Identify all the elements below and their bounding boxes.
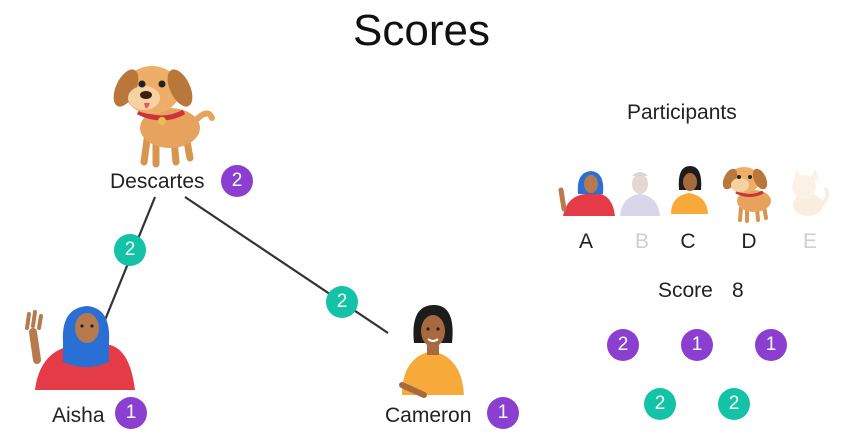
participant-letter: D [741, 230, 757, 253]
score-token: 2 [718, 388, 750, 420]
participant-d-icon [722, 167, 771, 223]
woman-hijab-waving-icon [25, 306, 135, 390]
score-token: 1 [755, 329, 787, 361]
score-token: 2 [607, 329, 639, 361]
participant-letter: C [680, 230, 696, 253]
node-score-badge-cameron: 1 [487, 397, 519, 429]
node-label-descartes: Descartes [110, 170, 205, 193]
node-score-badge-descartes: 2 [221, 165, 253, 197]
participant-e-icon [792, 169, 830, 216]
node-score-badge-aisha: 1 [115, 397, 147, 429]
edge-weight-badge: 2 [114, 234, 146, 266]
dog-icon [113, 66, 215, 168]
node-label-cameron: Cameron [385, 404, 472, 427]
score-label: Score [658, 279, 713, 302]
participants-heading: Participants [627, 101, 737, 124]
page-title: Scores [353, 6, 490, 55]
participant-a-icon [558, 171, 615, 216]
score-token: 2 [644, 388, 676, 420]
woman-orange-shirt-icon [399, 305, 464, 398]
score-token: 1 [681, 329, 713, 361]
node-label-aisha: Aisha [52, 404, 105, 427]
participant-b-icon [620, 172, 660, 216]
participant-letter: B [634, 230, 649, 253]
participant-letter: E [802, 230, 817, 253]
score-value: 8 [732, 279, 744, 302]
edge-descartes-cameron [184, 196, 389, 334]
edge-weight-badge: 2 [326, 286, 358, 318]
participant-letter: A [578, 230, 593, 253]
participant-c-icon [671, 166, 708, 214]
